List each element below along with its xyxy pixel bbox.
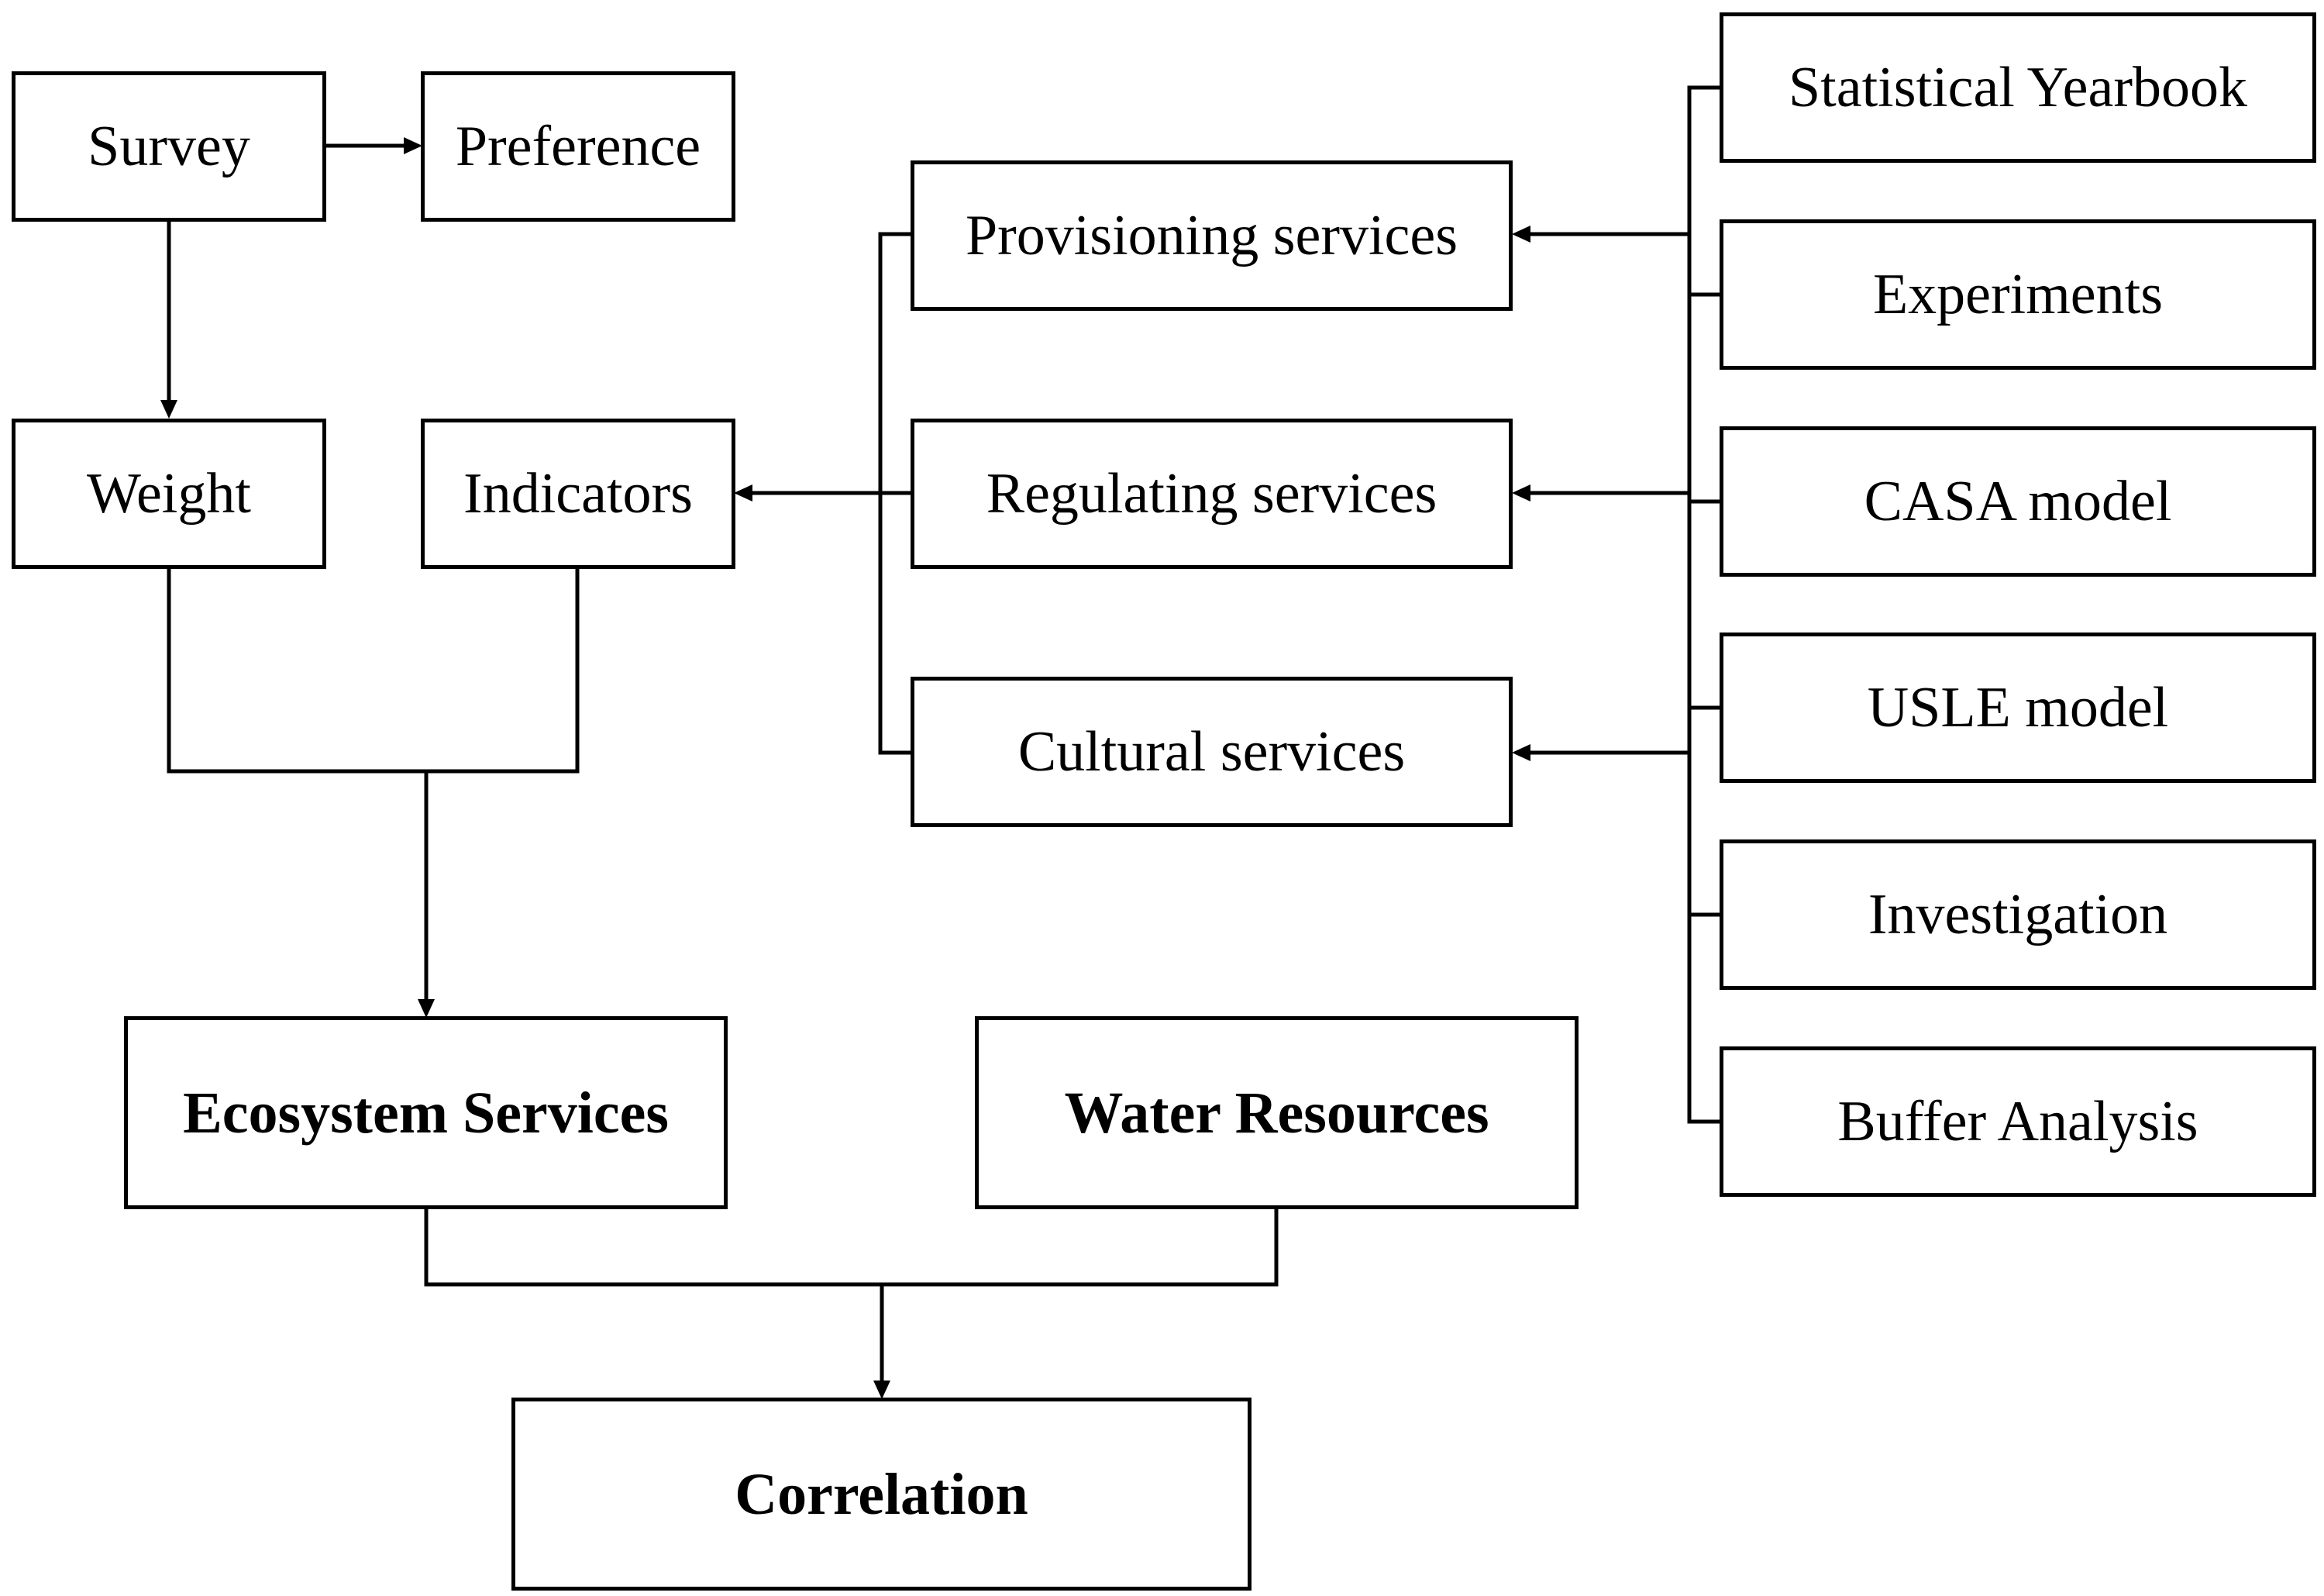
arrowhead-weight [160,400,177,419]
survey-node: Survey [12,71,326,222]
indicators-node: Indicators [421,419,735,569]
arrowhead-cultural [1512,744,1530,761]
experiments-node: Experiments [1720,219,2316,370]
weight-node: Weight [12,419,326,569]
arrowhead-regulating [1512,484,1530,502]
investigation-node: Investigation [1720,839,2316,990]
casa-model-node: CASA model [1720,426,2316,577]
correlation-node: Correlation [511,1398,1252,1591]
preference-node: Preference [421,71,735,222]
regulating-services-node: Regulating services [911,419,1513,569]
arrowhead-ecosystem [418,999,435,1018]
usle-model-node: USLE model [1720,633,2316,783]
edge-weight-indicators-merge [167,568,580,774]
cultural-services-node: Cultural services [911,677,1513,827]
statistical-yearbook-node: Statistical Yearbook [1720,12,2316,163]
arrowhead-provisioning [1512,226,1530,243]
ecosystem-services-node: Ecosystem Services [124,1016,728,1209]
edge-sources-bracket [1687,85,1721,1124]
arrowhead-indicators [734,484,752,502]
provisioning-services-node: Provisioning services [911,160,1513,311]
water-resources-node: Water Resources [975,1016,1579,1209]
arrowhead-correlation [873,1381,890,1399]
edge-ecosystem-water-merge [424,1208,1279,1287]
arrowhead-preference [404,137,422,154]
buffer-analysis-node: Buffer Analysis [1720,1046,2316,1197]
